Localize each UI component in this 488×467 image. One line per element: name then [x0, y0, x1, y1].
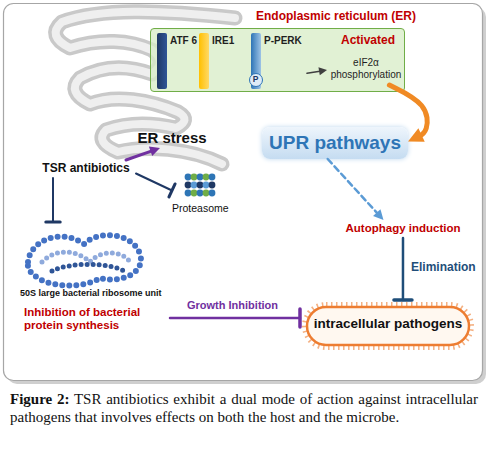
inhibition-bar [169, 184, 175, 197]
process-label: Autophagy induction [338, 220, 468, 238]
connector [136, 174, 175, 197]
phosphate-circle: P [249, 73, 263, 87]
receptor-shape [199, 33, 209, 89]
receptor-label: P-PERK [264, 35, 302, 47]
edge-label: Growth Inhibition [187, 299, 278, 312]
process-label: eIF2α phosphorylation [327, 55, 405, 85]
proteasome-subunit [185, 190, 192, 197]
connector [170, 309, 300, 327]
inhibition-bar [298, 309, 302, 327]
proteasome-node: Proteasome [172, 172, 228, 216]
proteasome-subunit [197, 190, 204, 197]
connector [328, 159, 384, 220]
connector-line [402, 238, 405, 300]
receptor-bar: ATF 6 [157, 33, 203, 89]
caption-body: TSR antibiotics exhibit a dual mode of a… [10, 391, 478, 425]
ribosome-node: 50S large bacterial ribosome unitInhibit… [18, 222, 170, 342]
drug-label: TSR antibiotics [36, 160, 136, 178]
proteasome-symbol [185, 174, 216, 197]
phosphate-label: P [250, 74, 261, 85]
receptor-bar: IRE1 [199, 33, 239, 89]
caption-lead: Figure 2: [10, 391, 69, 407]
effect-label: Inhibition of bacterial protein synthesi… [24, 306, 159, 332]
stress-text: ER stress [132, 129, 212, 146]
connector-line [389, 85, 427, 137]
proteasome-subunit [191, 174, 198, 181]
state-label: Activated [341, 34, 395, 48]
er-lumen [56, 12, 235, 164]
pathogen-cell: intracellular pathogens [300, 300, 476, 352]
process-text: Autophagy induction [338, 222, 468, 235]
proteasome-label: Proteasome [172, 202, 228, 214]
compartment-title: Endoplasmic reticulum (ER) [256, 10, 416, 24]
ribosome-illustration [28, 235, 141, 285]
connector [389, 85, 427, 142]
ribosome-outline [28, 235, 141, 285]
proteasome-subunit [203, 182, 210, 189]
figure-frame [4, 4, 483, 381]
proteasome-subunit [185, 182, 192, 189]
connector [126, 147, 160, 160]
ribosome-strand [42, 252, 130, 262]
proteasome-subunit [191, 182, 198, 189]
proteasome-subunit [185, 174, 192, 181]
proteasome-subunit [191, 190, 198, 197]
drug-name: TSR antibiotics [36, 162, 136, 176]
inhibition-bar [46, 220, 60, 223]
process-text: eIF2α phosphorylation [327, 57, 405, 80]
figure-caption: Figure 2: TSR antibiotics exhibit a dual… [10, 391, 478, 426]
receptor-label: ATF 6 [170, 35, 197, 47]
proteasome-subunit [197, 174, 204, 181]
proteasome-subunit [197, 182, 204, 189]
stress-label: ER stress [132, 128, 212, 148]
connector [307, 67, 327, 75]
proteasome-subunit [203, 190, 210, 197]
edge-label: Elimination [411, 261, 476, 275]
arrow-head [318, 67, 327, 75]
connector-line [126, 150, 153, 160]
connector-line [136, 174, 172, 191]
pathogen-label: intracellular pathogens [300, 316, 476, 332]
inhibition-bar [394, 298, 412, 302]
arrow-head [149, 147, 160, 156]
connector-line [328, 159, 379, 215]
arrow-head [408, 128, 425, 142]
proteasome-subunit [209, 190, 216, 197]
connector [46, 178, 60, 222]
proteasome-subunit [203, 174, 210, 181]
connector-line [307, 71, 321, 73]
arrow-head [373, 209, 383, 220]
proteasome-subunit [209, 182, 216, 189]
er-compartment: Endoplasmic reticulum (ER)ActivatedATF 6… [150, 28, 405, 92]
er-membrane [56, 12, 235, 164]
proteasome-subunit [209, 174, 216, 181]
pathway-box: UPR pathways [262, 127, 408, 159]
connector-line [52, 178, 54, 222]
connector-line [170, 317, 300, 320]
receptor-shape [157, 33, 167, 89]
ribosome-strand [52, 264, 126, 272]
ribosome-label: 50S large bacterial ribosome unit [20, 288, 170, 298]
pathway-name: UPR pathways [262, 132, 408, 154]
connector [394, 238, 412, 300]
receptor-label: IRE1 [212, 35, 234, 47]
